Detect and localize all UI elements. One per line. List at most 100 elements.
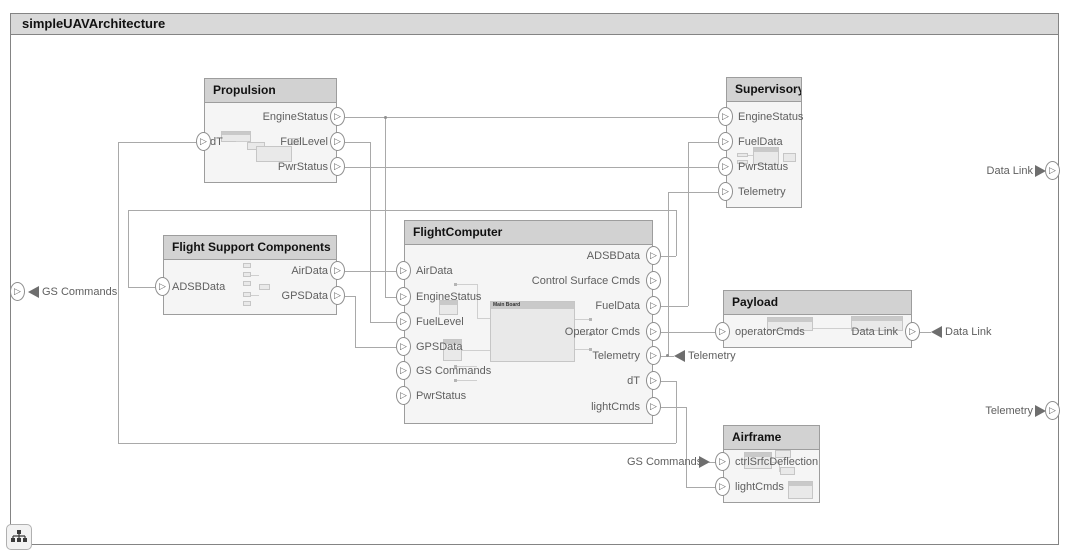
input-port-pwrstatus[interactable]: ▷ xyxy=(718,157,733,176)
input-port-enginestatus[interactable]: ▷ xyxy=(396,287,411,306)
thumbnail xyxy=(243,263,251,268)
input-port-gpsdata[interactable]: ▷ xyxy=(396,337,411,356)
connector-lightcmds[interactable] xyxy=(686,487,715,488)
port-label: PwrStatus xyxy=(277,161,328,173)
thumbnail-main-board-label: Main Board xyxy=(493,302,521,308)
connector-lightcmds[interactable] xyxy=(686,407,687,487)
connector-datalink[interactable] xyxy=(920,332,931,333)
thumbnail xyxy=(772,462,780,463)
thumbnail xyxy=(457,380,477,381)
input-port-enginestatus[interactable]: ▷ xyxy=(718,107,733,126)
connector-junction-dot xyxy=(384,116,387,119)
connector-adsbdata[interactable] xyxy=(128,210,676,211)
connector-dt[interactable] xyxy=(118,142,196,143)
thumbnail xyxy=(748,155,753,156)
connector-adsbdata[interactable] xyxy=(676,210,677,256)
thumbnail xyxy=(852,317,902,321)
component-propulsion[interactable]: Propulsion xyxy=(204,78,337,183)
thumbnail-main-board-header xyxy=(491,302,574,309)
output-port-telemetry[interactable]: ▷ xyxy=(646,346,661,365)
output-port-operatorcmds[interactable]: ▷ xyxy=(646,322,661,341)
connector-operatorcmds[interactable] xyxy=(661,332,715,333)
output-port-adsbdata[interactable]: ▷ xyxy=(646,246,661,265)
gs-commands-connector-tag: GS Commands xyxy=(627,456,703,468)
connector-dt[interactable] xyxy=(118,142,119,443)
port-label: FuelData xyxy=(738,136,783,148)
connector-dt[interactable] xyxy=(676,381,677,443)
connector-telemetry[interactable] xyxy=(668,192,718,193)
output-port-ctrlsurfacecmds[interactable]: ▷ xyxy=(646,271,661,290)
output-port-fuellevel[interactable]: ▷ xyxy=(330,132,345,151)
thumbnail xyxy=(775,450,791,458)
thumbnail xyxy=(477,318,490,319)
input-port-ctrlsrfcdeflection[interactable]: ▷ xyxy=(715,452,730,471)
input-port-fueldata[interactable]: ▷ xyxy=(718,132,733,151)
thumbnail xyxy=(251,295,259,296)
connector-fuellevel[interactable] xyxy=(370,142,371,322)
port-label: Control Surface Cmds xyxy=(531,275,640,287)
component-flight-support-title: Flight Support Components xyxy=(164,236,336,260)
output-port-airdata[interactable]: ▷ xyxy=(330,261,345,280)
hierarchy-icon xyxy=(11,530,27,542)
connector-telemetry[interactable] xyxy=(668,192,669,356)
thumbnail xyxy=(243,301,251,306)
connector-fueldata[interactable] xyxy=(688,142,718,143)
input-port-lightcmds[interactable]: ▷ xyxy=(715,477,730,496)
port-label: Data Link xyxy=(851,326,898,338)
port-label: FuelData xyxy=(595,300,640,312)
data-link-connector-arrow-icon xyxy=(931,326,942,338)
input-port-operatorcmds[interactable]: ▷ xyxy=(715,322,730,341)
output-port-lightcmds[interactable]: ▷ xyxy=(646,397,661,416)
connector-lightcmds[interactable] xyxy=(661,407,686,408)
input-port-pwrstatus[interactable]: ▷ xyxy=(396,386,411,405)
boundary-port-label: GS Commands xyxy=(42,286,118,298)
connector-dt[interactable] xyxy=(118,443,676,444)
input-port-airdata[interactable]: ▷ xyxy=(396,261,411,280)
port-label: EngineStatus xyxy=(262,111,328,123)
output-port-datalink[interactable]: ▷ xyxy=(905,322,920,341)
connector-fuellevel[interactable] xyxy=(345,142,370,143)
thumbnail xyxy=(454,365,457,368)
connector-enginestatus[interactable] xyxy=(345,117,718,118)
output-port-dt[interactable]: ▷ xyxy=(646,371,661,390)
boundary-port-datalink[interactable]: ▷ xyxy=(1045,161,1060,180)
input-port-dt[interactable]: ▷ xyxy=(196,132,211,151)
connector-fueldata[interactable] xyxy=(661,306,688,307)
connector-gpsdata[interactable] xyxy=(355,347,396,348)
connector-adsbdata[interactable] xyxy=(128,210,129,287)
port-label: operatorCmds xyxy=(735,326,805,338)
connector-enginestatus[interactable] xyxy=(385,297,396,298)
connector-fuellevel[interactable] xyxy=(370,322,396,323)
thumbnail xyxy=(575,334,589,335)
connector-pwrstatus[interactable] xyxy=(345,167,718,168)
connector-gscommands[interactable] xyxy=(709,462,716,463)
port-label: GPSData xyxy=(416,341,463,353)
connector-airdata[interactable] xyxy=(345,271,396,272)
boundary-port-gscommands[interactable]: ▷ xyxy=(10,282,25,301)
component-supervisory[interactable]: Supervisory xyxy=(726,77,802,208)
connector-adsbdata[interactable] xyxy=(128,287,155,288)
connector-enginestatus[interactable] xyxy=(385,117,386,297)
connector-gpsdata[interactable] xyxy=(345,296,355,297)
output-port-pwrstatus[interactable]: ▷ xyxy=(330,157,345,176)
port-label: Operator Cmds xyxy=(564,326,640,338)
output-port-enginestatus[interactable]: ▷ xyxy=(330,107,345,126)
port-label: AirData xyxy=(416,265,453,277)
output-port-fueldata[interactable]: ▷ xyxy=(646,296,661,315)
connector-gpsdata[interactable] xyxy=(355,296,356,347)
input-port-fuellevel[interactable]: ▷ xyxy=(396,312,411,331)
connector-fueldata[interactable] xyxy=(688,142,689,306)
data-link-boundary-arrow-icon xyxy=(1035,165,1046,177)
input-port-gscommands[interactable]: ▷ xyxy=(396,361,411,380)
connector-dt[interactable] xyxy=(661,381,676,382)
boundary-port-telemetry[interactable]: ▷ xyxy=(1045,401,1060,420)
port-label: GS Commands xyxy=(416,365,492,377)
port-label: ADSBData xyxy=(586,250,640,262)
architecture-title: simpleUAVArchitecture xyxy=(11,14,1058,35)
thumbnail xyxy=(780,467,795,475)
thumbnail xyxy=(243,272,251,277)
output-port-gpsdata[interactable]: ▷ xyxy=(330,286,345,305)
thumbnail xyxy=(789,482,812,486)
input-port-telemetry[interactable]: ▷ xyxy=(718,182,733,201)
input-port-adsbdata[interactable]: ▷ xyxy=(155,277,170,296)
